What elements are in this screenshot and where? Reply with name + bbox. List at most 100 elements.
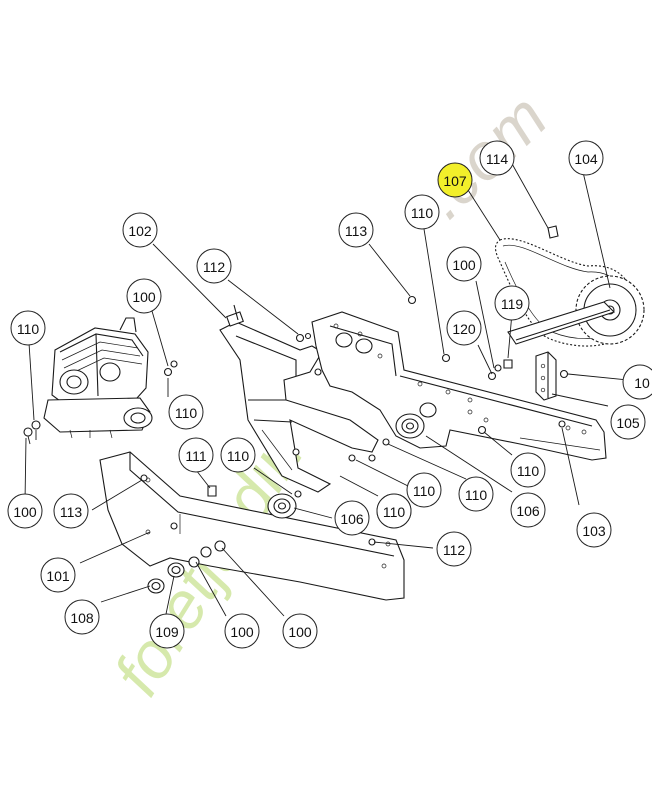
callout-circle bbox=[510, 452, 546, 488]
callout-circle bbox=[376, 493, 412, 529]
callout-106: 106 bbox=[510, 492, 546, 528]
leader-lines bbox=[24, 161, 639, 617]
callout-circle bbox=[7, 493, 43, 529]
callout-label: 119 bbox=[501, 296, 524, 312]
callout-label: 100 bbox=[13, 504, 37, 520]
callouts: 114 104 107 110 113 102 112 100 119 120 100 110 110 1… bbox=[7, 140, 652, 649]
callout-circle bbox=[576, 512, 612, 548]
callout-circle bbox=[458, 476, 494, 512]
callout-label: 103 bbox=[582, 523, 606, 539]
callout-label: 110 bbox=[383, 504, 406, 520]
callout-circle bbox=[610, 404, 646, 440]
callout-circle bbox=[510, 492, 546, 528]
callout-label: 106 bbox=[516, 503, 540, 519]
callout-104: 104 bbox=[568, 140, 604, 176]
callout-108: 108 bbox=[64, 599, 100, 635]
callout-circle bbox=[168, 394, 204, 430]
callout-109: 109 bbox=[149, 613, 185, 649]
callout-102: 102 bbox=[122, 212, 158, 248]
callout-label: 104 bbox=[574, 151, 598, 167]
callout-label: 100 bbox=[230, 624, 254, 640]
callout-label: 110 bbox=[517, 463, 540, 479]
callout-120: 120 bbox=[446, 310, 482, 346]
fasteners-upper-right bbox=[163, 225, 569, 462]
callout-circle bbox=[338, 212, 374, 248]
callout-circle bbox=[406, 472, 442, 508]
callout-label: 112 bbox=[443, 542, 466, 558]
callout-105: 105 bbox=[610, 404, 646, 440]
callout-label: 114 bbox=[486, 151, 509, 167]
callout-circle bbox=[220, 437, 256, 473]
callout-circle bbox=[122, 212, 158, 248]
frame-plate-103 bbox=[311, 311, 607, 461]
callout-110: 110 bbox=[10, 310, 46, 346]
callout-106: 106 bbox=[334, 500, 370, 536]
callout-circle bbox=[446, 246, 482, 282]
callout-110: 110 bbox=[168, 394, 204, 430]
callout-circle bbox=[40, 557, 76, 593]
callout-100: 100 bbox=[7, 493, 43, 529]
callout-circle bbox=[404, 194, 440, 230]
callout-circle bbox=[149, 613, 185, 649]
callout-100: 100 bbox=[224, 613, 260, 649]
callout-110: 110 bbox=[406, 472, 442, 508]
callout-110: 110 bbox=[510, 452, 546, 488]
callout-label: 10 bbox=[634, 375, 650, 391]
callout-10: 10 bbox=[622, 364, 652, 400]
callout-label: 100 bbox=[288, 624, 312, 640]
callout-circle bbox=[178, 437, 214, 473]
callout-label: 109 bbox=[155, 624, 179, 640]
callout-label: 107 bbox=[443, 173, 467, 189]
callout-circle bbox=[446, 310, 482, 346]
callout-111: 111 bbox=[178, 437, 214, 473]
callout-label: 113 bbox=[345, 223, 368, 239]
bracket-105 bbox=[535, 351, 557, 401]
callout-label: 110 bbox=[413, 483, 436, 499]
callout-107: 107 bbox=[437, 162, 473, 198]
callout-label: 120 bbox=[452, 321, 476, 337]
callout-circle bbox=[622, 364, 652, 400]
callout-112: 112 bbox=[196, 248, 232, 284]
callout-100: 100 bbox=[126, 278, 162, 314]
sprocket-104 bbox=[507, 275, 645, 345]
callout-112: 112 bbox=[436, 531, 472, 567]
callout-label: 110 bbox=[17, 321, 40, 337]
fasteners-lower bbox=[140, 474, 376, 594]
callout-circle bbox=[479, 140, 515, 176]
callout-110: 110 bbox=[404, 194, 440, 230]
callout-circle bbox=[196, 248, 232, 284]
gearbox bbox=[23, 317, 153, 445]
callout-label: 100 bbox=[132, 289, 156, 305]
callout-103: 103 bbox=[576, 512, 612, 548]
callout-circle bbox=[53, 493, 89, 529]
callout-label: 110 bbox=[411, 205, 434, 221]
callout-circle bbox=[436, 531, 472, 567]
callout-label: 102 bbox=[128, 223, 152, 239]
callout-113: 113 bbox=[338, 212, 374, 248]
callout-circle bbox=[224, 613, 260, 649]
callout-label: 112 bbox=[203, 259, 226, 275]
callout-101: 101 bbox=[40, 557, 76, 593]
callout-label: 106 bbox=[340, 511, 364, 527]
callout-circle bbox=[437, 162, 473, 198]
callout-label: 108 bbox=[70, 610, 94, 626]
callout-100: 100 bbox=[446, 246, 482, 282]
callout-110: 110 bbox=[376, 493, 412, 529]
callout-circle bbox=[568, 140, 604, 176]
bearing-106-right bbox=[395, 413, 425, 439]
callout-113: 113 bbox=[53, 493, 89, 529]
callout-label: 110 bbox=[465, 487, 488, 503]
callout-circle bbox=[126, 278, 162, 314]
callout-label: 105 bbox=[616, 415, 640, 431]
bracket-102 bbox=[219, 304, 379, 493]
callout-circle bbox=[494, 285, 530, 321]
callout-110: 110 bbox=[220, 437, 256, 473]
callout-label: 110 bbox=[227, 448, 250, 464]
callout-circle bbox=[282, 613, 318, 649]
callout-label: 100 bbox=[452, 257, 476, 273]
callout-110: 110 bbox=[458, 476, 494, 512]
callout-label: 101 bbox=[46, 568, 70, 584]
callout-119: 119 bbox=[494, 285, 530, 321]
